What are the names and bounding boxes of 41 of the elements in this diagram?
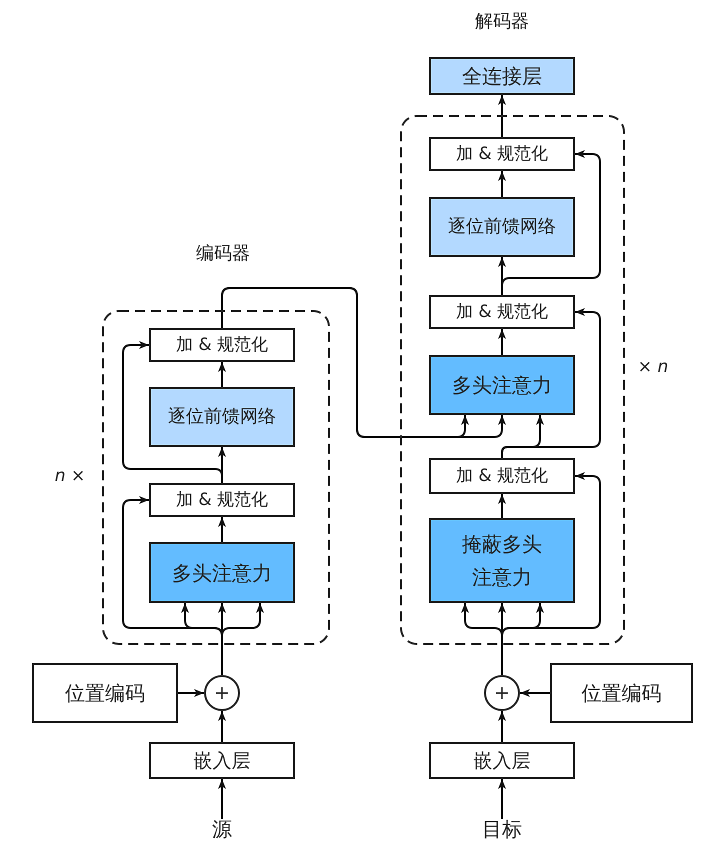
arrow bbox=[498, 95, 506, 137]
arrow bbox=[501, 150, 601, 295]
arrow bbox=[501, 472, 601, 675]
arrow bbox=[178, 689, 204, 697]
process-box: 逐位前馈网络 bbox=[149, 387, 295, 447]
process-box: 逐位前馈网络 bbox=[429, 197, 575, 257]
group-heading: 编码器 bbox=[196, 243, 250, 265]
process-box: 全连接层 bbox=[429, 57, 575, 95]
process-box: 加 & 规范化 bbox=[429, 458, 575, 494]
plus-circle: + bbox=[204, 675, 240, 711]
arrow bbox=[218, 362, 226, 387]
group-heading: 解码器 bbox=[475, 11, 529, 33]
process-box: 加 & 规范化 bbox=[429, 295, 575, 329]
arrow bbox=[498, 779, 506, 819]
arrow bbox=[498, 171, 506, 197]
arrow bbox=[498, 329, 506, 355]
arrow bbox=[218, 711, 226, 742]
input-label: 源 bbox=[212, 819, 232, 839]
arrow bbox=[498, 711, 506, 742]
process-box: 加 & 规范化 bbox=[149, 483, 295, 517]
process-box: 多头注意力 bbox=[429, 355, 575, 415]
arrow bbox=[218, 779, 226, 819]
arrow bbox=[122, 496, 223, 675]
process-box: 加 & 规范化 bbox=[149, 328, 295, 362]
process-box: 位置编码 bbox=[32, 663, 178, 723]
arrow bbox=[520, 689, 550, 697]
arrow bbox=[122, 341, 223, 483]
process-box: 掩蔽多头注意力 bbox=[429, 518, 575, 603]
dashed-frame bbox=[400, 115, 625, 645]
process-box: 加 & 规范化 bbox=[429, 137, 575, 171]
arrow bbox=[501, 308, 601, 458]
process-box: 嵌入层 bbox=[429, 742, 575, 779]
arrow bbox=[218, 517, 226, 542]
input-label: 目标 bbox=[482, 819, 522, 839]
plus-circle: + bbox=[484, 675, 520, 711]
arrow bbox=[498, 494, 506, 518]
process-box: 多头注意力 bbox=[149, 542, 295, 603]
process-box: 位置编码 bbox=[550, 663, 693, 723]
repeat-label: × n bbox=[638, 357, 668, 378]
process-box: 嵌入层 bbox=[149, 742, 295, 779]
repeat-label: n × bbox=[54, 466, 86, 486]
